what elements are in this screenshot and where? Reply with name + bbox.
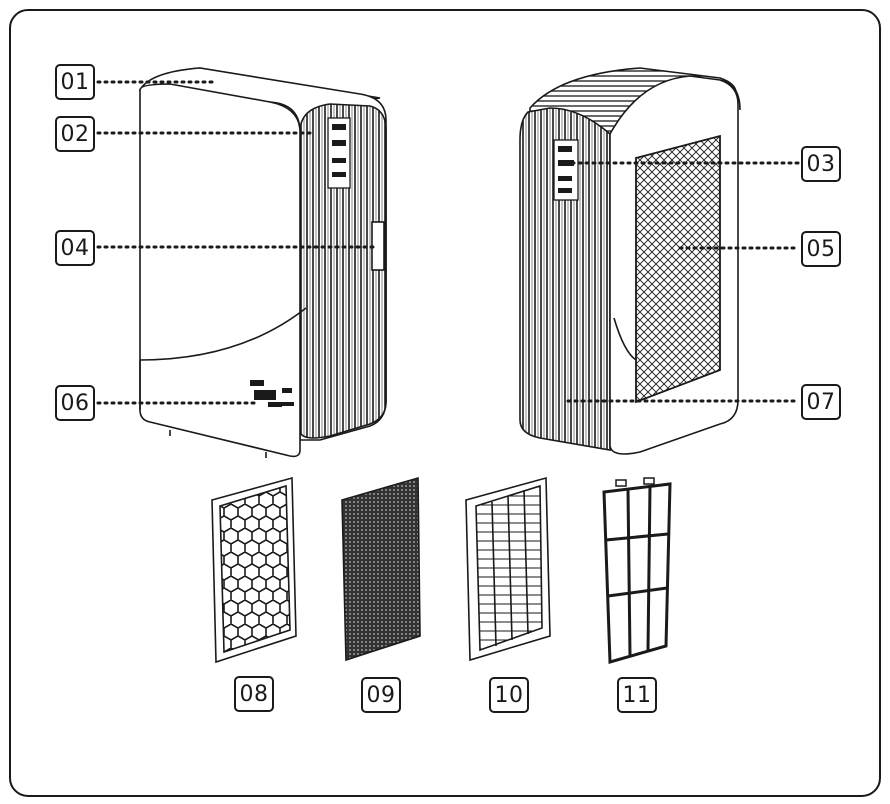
filter-label-11: 11 [617, 677, 657, 713]
callout-04: 04 [55, 230, 95, 266]
filter-pre-frame [602, 477, 672, 664]
callout-02: 02 [55, 116, 95, 152]
callout-07: 07 [801, 384, 841, 420]
filter-hepa-hex [211, 476, 297, 664]
leader-lines [96, 80, 800, 405]
callout-01: 01 [55, 64, 95, 100]
filter-pleated [465, 476, 551, 662]
callout-03: 03 [801, 146, 841, 182]
filter-label-10: 10 [489, 677, 529, 713]
filter-label-08: 08 [234, 676, 274, 712]
filter-label-09: 09 [361, 677, 401, 713]
filter-carbon [341, 476, 421, 662]
purifier-front-view [138, 67, 387, 458]
callout-05: 05 [801, 231, 841, 267]
purifier-rear-view [519, 67, 741, 455]
callout-06: 06 [55, 385, 95, 421]
frame-border [9, 9, 881, 797]
